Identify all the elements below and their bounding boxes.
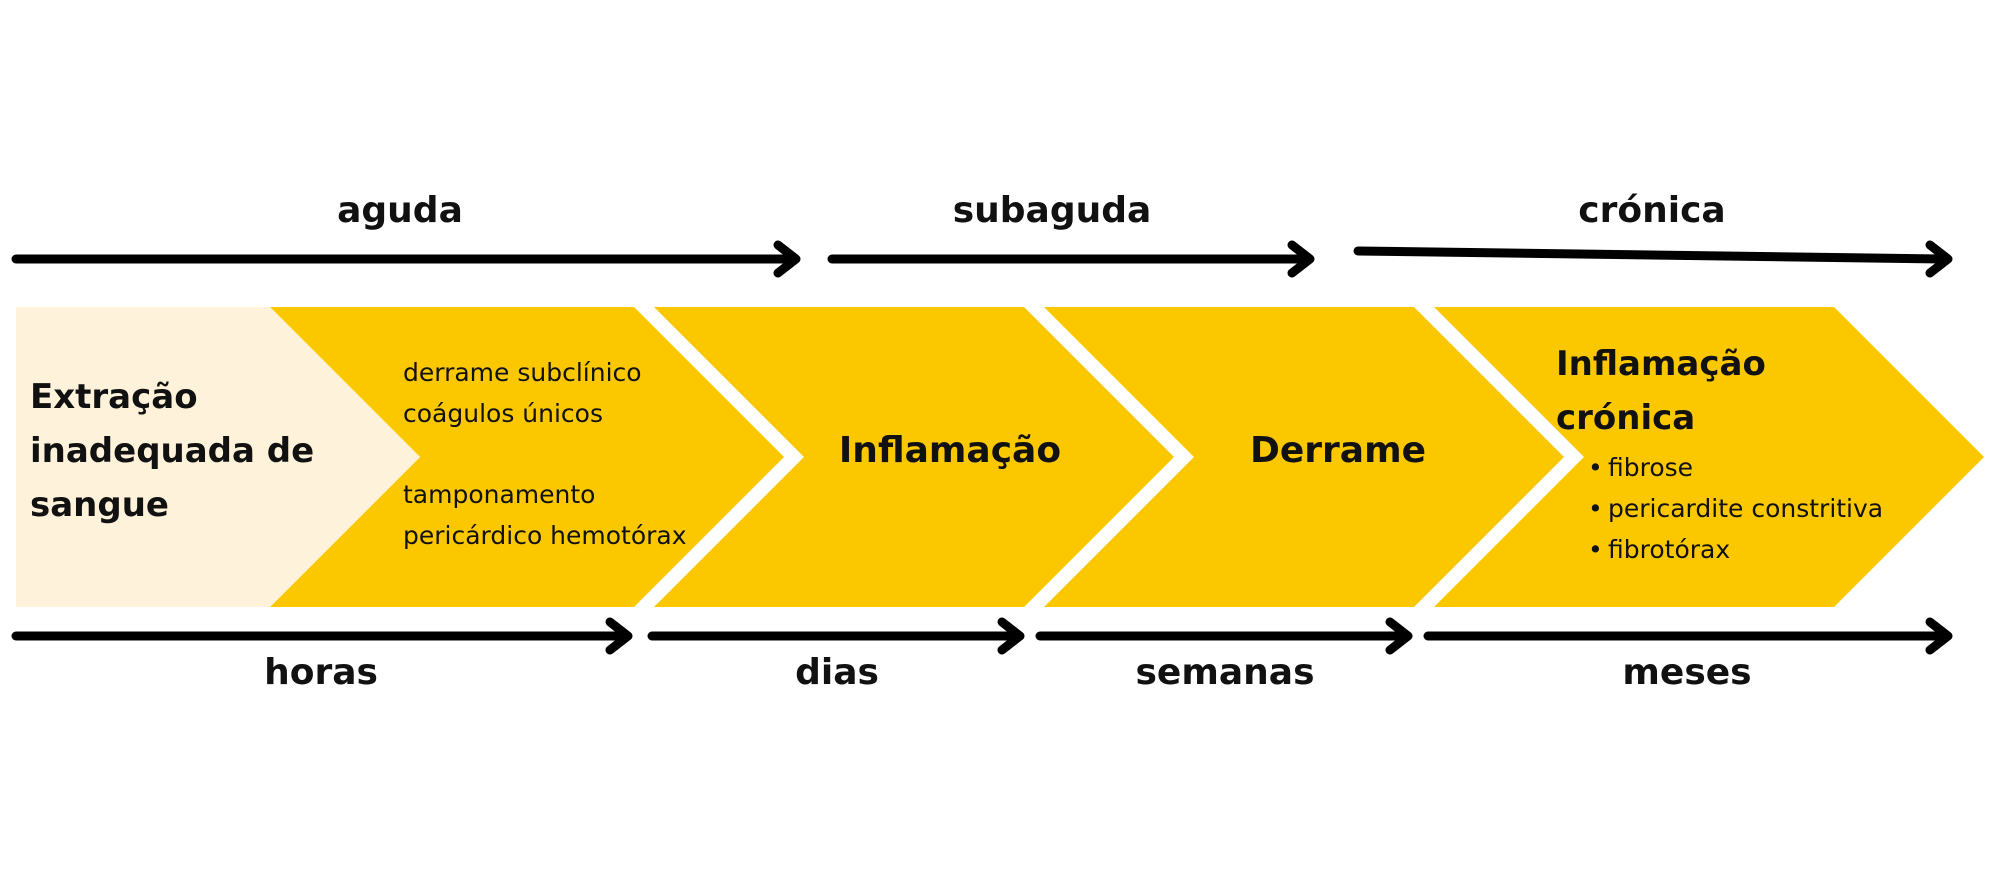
- stage-inflammation-title: Inflamação: [838, 430, 1062, 471]
- arrow-subaguda: [827, 240, 1315, 278]
- arrow-aguda: [11, 240, 801, 278]
- phase-label-subaguda: subaguda: [952, 190, 1152, 231]
- stage-chronic-title-line: Inflamação: [1556, 344, 1766, 384]
- stage-chronic-bullet: fibrotórax: [1588, 529, 1883, 570]
- stage-acute-notes-2: tamponamento pericárdico hemotórax: [403, 474, 687, 556]
- phase-label-cronica: crónica: [1578, 190, 1726, 231]
- phase-label-aguda: aguda: [337, 190, 463, 231]
- stage-acute-notes-1: derrame subclínico coágulos únicos: [403, 352, 642, 434]
- stage-chevron-acute: [270, 307, 784, 607]
- stage-acute-note: pericárdico hemotórax: [403, 521, 687, 550]
- time-label-dias: dias: [795, 652, 879, 693]
- stage-acute-note: coágulos únicos: [403, 399, 603, 428]
- stage-start-title-line: Extração: [30, 377, 198, 417]
- arrow-cronica: [1353, 240, 1953, 278]
- stage-start-title: Extração inadequada de sangue: [30, 370, 314, 532]
- stage-acute-note: derrame subclínico: [403, 358, 642, 387]
- stage-chronic-bullet: pericardite constritiva: [1588, 488, 1883, 529]
- stage-start-title-line: sangue: [30, 485, 169, 525]
- stage-chevron-effusion: [1044, 307, 1564, 607]
- stage-chronic-bullets: fibrose pericardite constritiva fibrotór…: [1588, 447, 1883, 570]
- time-label-semanas: semanas: [1135, 652, 1315, 693]
- stage-chevron-inflammation: [654, 307, 1174, 607]
- stage-start-title-line: inadequada de: [30, 431, 315, 471]
- arrow-meses: [1423, 617, 1953, 655]
- stage-block-start: [16, 307, 420, 607]
- stage-chronic-bullet: fibrose: [1588, 447, 1883, 488]
- time-label-meses: meses: [1622, 652, 1752, 693]
- arrow-semanas: [1035, 617, 1413, 655]
- stage-chronic-title: Inflamação crónica: [1556, 337, 1766, 445]
- time-label-horas: horas: [264, 652, 378, 693]
- stage-chronic-title-line: crónica: [1556, 398, 1696, 438]
- arrow-horas: [11, 617, 633, 655]
- stage-acute-note: tamponamento: [403, 480, 596, 509]
- stage-effusion-title: Derrame: [1249, 430, 1427, 471]
- arrow-dias: [647, 617, 1025, 655]
